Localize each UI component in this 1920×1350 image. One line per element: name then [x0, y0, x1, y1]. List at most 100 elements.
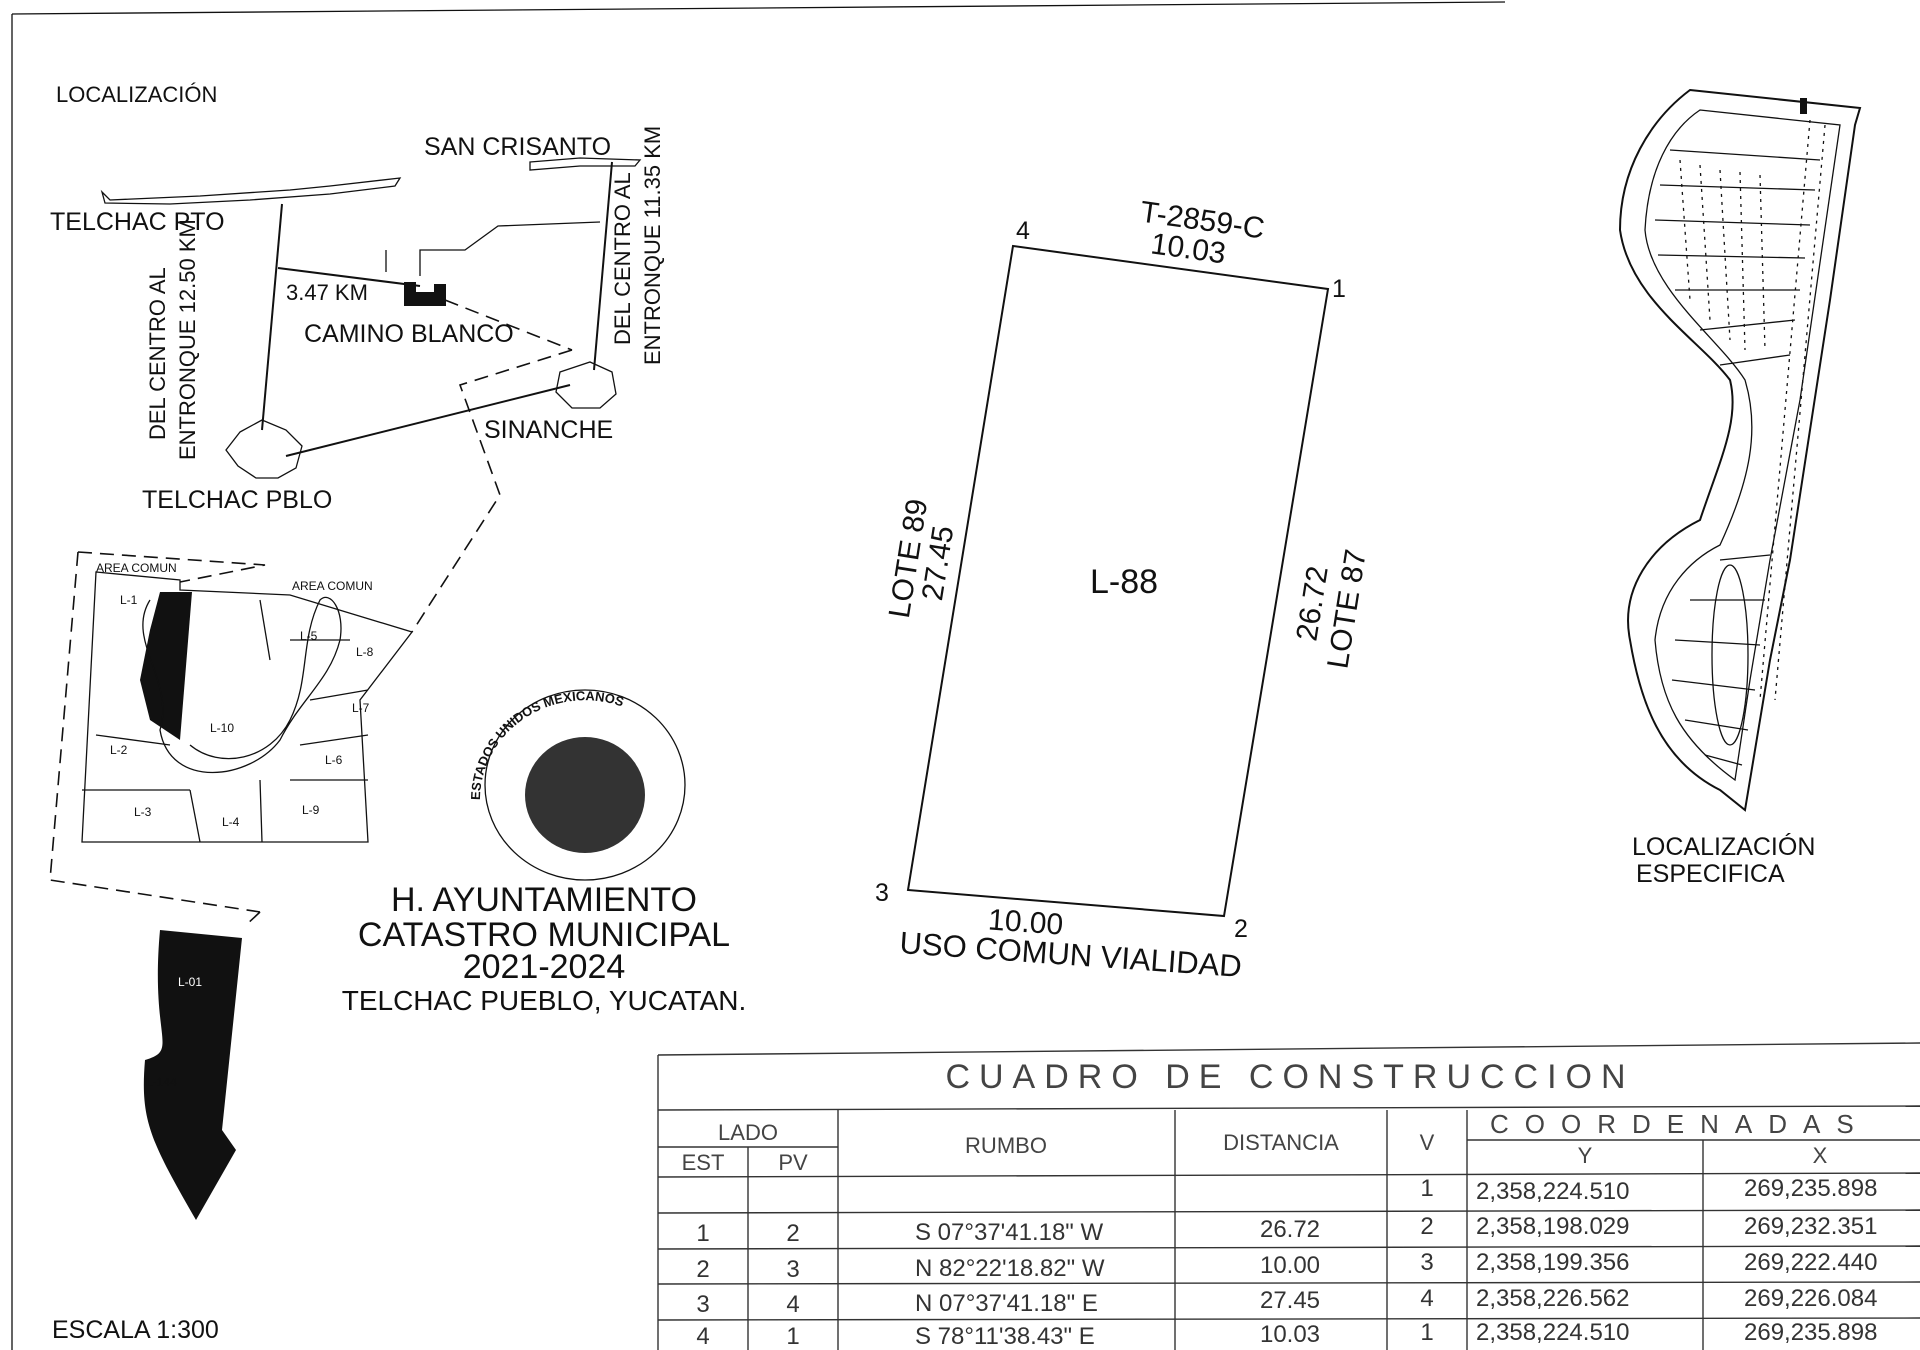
cell-y: 2,358,226.562 — [1476, 1285, 1629, 1312]
label-road-right-line1: DEL CENTRO AL — [610, 172, 635, 345]
inset-lot-label: L-10 — [210, 721, 234, 735]
cell-rumbo: S 07°37'41.18" W — [915, 1219, 1103, 1246]
inset-lot-label: L-5 — [300, 629, 318, 643]
east-neighbor: LOTE 87 — [1321, 547, 1372, 671]
specific-outline — [1618, 88, 1862, 812]
cell-est: 2 — [696, 1256, 709, 1283]
south-neighbor-label: USO COMUN VIALIDAD — [899, 925, 1243, 984]
cell-pv: 4 — [786, 1291, 799, 1318]
cell-pv: 1 — [786, 1323, 799, 1350]
authority-line3: 2021-2024 — [463, 948, 626, 986]
label-road-left-line1: DEL CENTRO AL — [145, 267, 170, 440]
camino-blanco-marker — [404, 282, 446, 306]
header-rumbo: RUMBO — [965, 1133, 1047, 1158]
cell-x: 269,235.898 — [1744, 1319, 1877, 1346]
cell-rumbo: N 07°37'41.18" E — [915, 1290, 1098, 1317]
inset-dark-strip — [143, 930, 242, 1220]
inset-dashed-frame — [49, 551, 266, 913]
east-side-labels: 26.72 LOTE 87 — [1290, 547, 1372, 671]
cell-est: 4 — [696, 1323, 709, 1350]
authority-line2: CATASTRO MUNICIPAL — [358, 916, 730, 954]
mexico-seal: ESTADOS UNIDOS MEXICANOS — [468, 688, 686, 881]
vertex-1-label: 1 — [1332, 275, 1346, 303]
label-road-right: DEL CENTRO AL ENTRONQUE 11.35 KM — [610, 126, 665, 365]
specific-central-green — [1711, 564, 1749, 746]
scale-label: ESCALA 1:300 — [52, 1316, 219, 1344]
table-title: CUADRO DE CONSTRUCCION — [945, 1058, 1634, 1096]
vertex-3-label: 3 — [875, 879, 889, 907]
label-distance-km: 3.47 KM — [286, 280, 368, 305]
table-row: 2 3 N 82°22'18.82" W 10.00 3 2,358,199.3… — [696, 1249, 1877, 1283]
strip-dashed-connector — [244, 911, 261, 927]
cell-est: 3 — [696, 1291, 709, 1318]
location-map: LOCALIZACIÓN SAN CRISANTO TELCHAC PTO 3.… — [50, 82, 665, 633]
inset-lot-label: L-8 — [356, 645, 374, 659]
label-camino-blanco: CAMINO BLANCO — [304, 320, 514, 348]
road-dashed-camino-blanco — [444, 299, 573, 351]
label-telchac-pblo: TELCHAC PBLO — [142, 486, 332, 514]
cell-pv: 2 — [786, 1220, 799, 1247]
inset-lot-label: L-4 — [222, 815, 240, 829]
authority-line1: H. AYUNTAMIENTO — [391, 881, 697, 919]
cell-x: 269,226.084 — [1744, 1285, 1877, 1312]
label-san-crisanto: SAN CRISANTO — [424, 133, 611, 161]
table-row: 4 1 S 78°11'38.43" E 10.03 1 2,358,224.5… — [696, 1319, 1877, 1350]
header-x: X — [1813, 1143, 1828, 1168]
cell-y: 2,358,224.510 — [1476, 1178, 1629, 1205]
authority-line4: TELCHAC PUEBLO, YUCATAN. — [342, 985, 747, 1016]
vertex-4-label: 4 — [1016, 217, 1030, 245]
header-coordenadas: COORDENADAS — [1490, 1109, 1870, 1139]
road-north-branch — [419, 221, 601, 276]
coastline — [100, 177, 402, 205]
inset-outline — [81, 571, 414, 843]
inset-lot-dividers — [82, 599, 369, 843]
inset-lot-label: L-9 — [302, 803, 320, 817]
label-road-right-line2: ENTRONQUE 11.35 KM — [640, 126, 665, 365]
authority-block: H. AYUNTAMIENTO CATASTRO MUNICIPAL 2021-… — [342, 881, 747, 1016]
strip-label: L-01 — [178, 975, 202, 989]
cell-v: 1 — [1420, 1175, 1433, 1202]
inset-lot-label: L-3 — [134, 805, 152, 819]
cell-y: 2,358,198.029 — [1476, 1213, 1629, 1240]
south-distance: 10.00 — [987, 903, 1064, 941]
cell-x: 269,222.440 — [1744, 1249, 1877, 1276]
cell-distancia: 10.00 — [1260, 1252, 1320, 1279]
cell-v: 2 — [1420, 1213, 1433, 1240]
inset-lot-label: L-1 — [120, 593, 138, 607]
cell-v: 4 — [1420, 1285, 1433, 1312]
cell-rumbo: N 82°22'18.82" W — [915, 1255, 1105, 1282]
inset-lot-label: L-6 — [325, 753, 343, 767]
vertex-2-label: 2 — [1234, 915, 1248, 943]
cell-pv: 3 — [786, 1256, 799, 1283]
road-telchac-pto-pblo — [261, 203, 283, 431]
label-road-left: DEL CENTRO AL ENTRONQUE 12.50 KM — [145, 219, 200, 460]
specific-lot-ticks — [1679, 119, 1826, 701]
plot-polygon-l88 — [906, 244, 1330, 918]
cell-v: 3 — [1420, 1249, 1433, 1276]
cell-v: 1 — [1420, 1319, 1433, 1346]
header-pv: PV — [778, 1150, 808, 1175]
specific-inner-outline — [1644, 109, 1841, 782]
cell-distancia: 27.45 — [1260, 1287, 1320, 1314]
cell-y: 2,358,224.510 — [1476, 1319, 1629, 1346]
road-sinanche-san-crisanto — [593, 161, 613, 371]
plot-drawing: 4 1 2 3 L-88 T-2859-C 10.03 LOTE 89 27.4… — [875, 196, 1373, 984]
inset-lot-label: L-7 — [352, 701, 370, 715]
road-to-camino-blanco — [277, 267, 421, 287]
label-telchac-pto: TELCHAC PTO — [50, 208, 225, 236]
inset-road-loop — [142, 596, 342, 774]
table-row: 3 4 N 07°37'41.18" E 27.45 4 2,358,226.5… — [696, 1285, 1877, 1318]
cell-x: 269,235.898 — [1744, 1175, 1877, 1202]
header-lado: LADO — [718, 1120, 778, 1145]
label-road-left-line2: ENTRONQUE 12.50 KM — [175, 219, 200, 460]
inset-lot-label: L-2 — [110, 743, 128, 757]
table-row: 1 2,358,224.510 269,235.898 — [1420, 1175, 1877, 1205]
specific-lot-rows — [1654, 149, 1821, 766]
header-distancia: DISTANCIA — [1223, 1130, 1339, 1155]
seal-outer-ring — [484, 689, 686, 881]
coastline-east — [529, 157, 642, 171]
west-side-labels: LOTE 89 27.45 — [883, 497, 960, 621]
cell-rumbo: S 78°11'38.43" E — [915, 1323, 1095, 1350]
construction-table: CUADRO DE CONSTRUCCION LADO EST PV RUMBO… — [657, 1042, 1920, 1350]
